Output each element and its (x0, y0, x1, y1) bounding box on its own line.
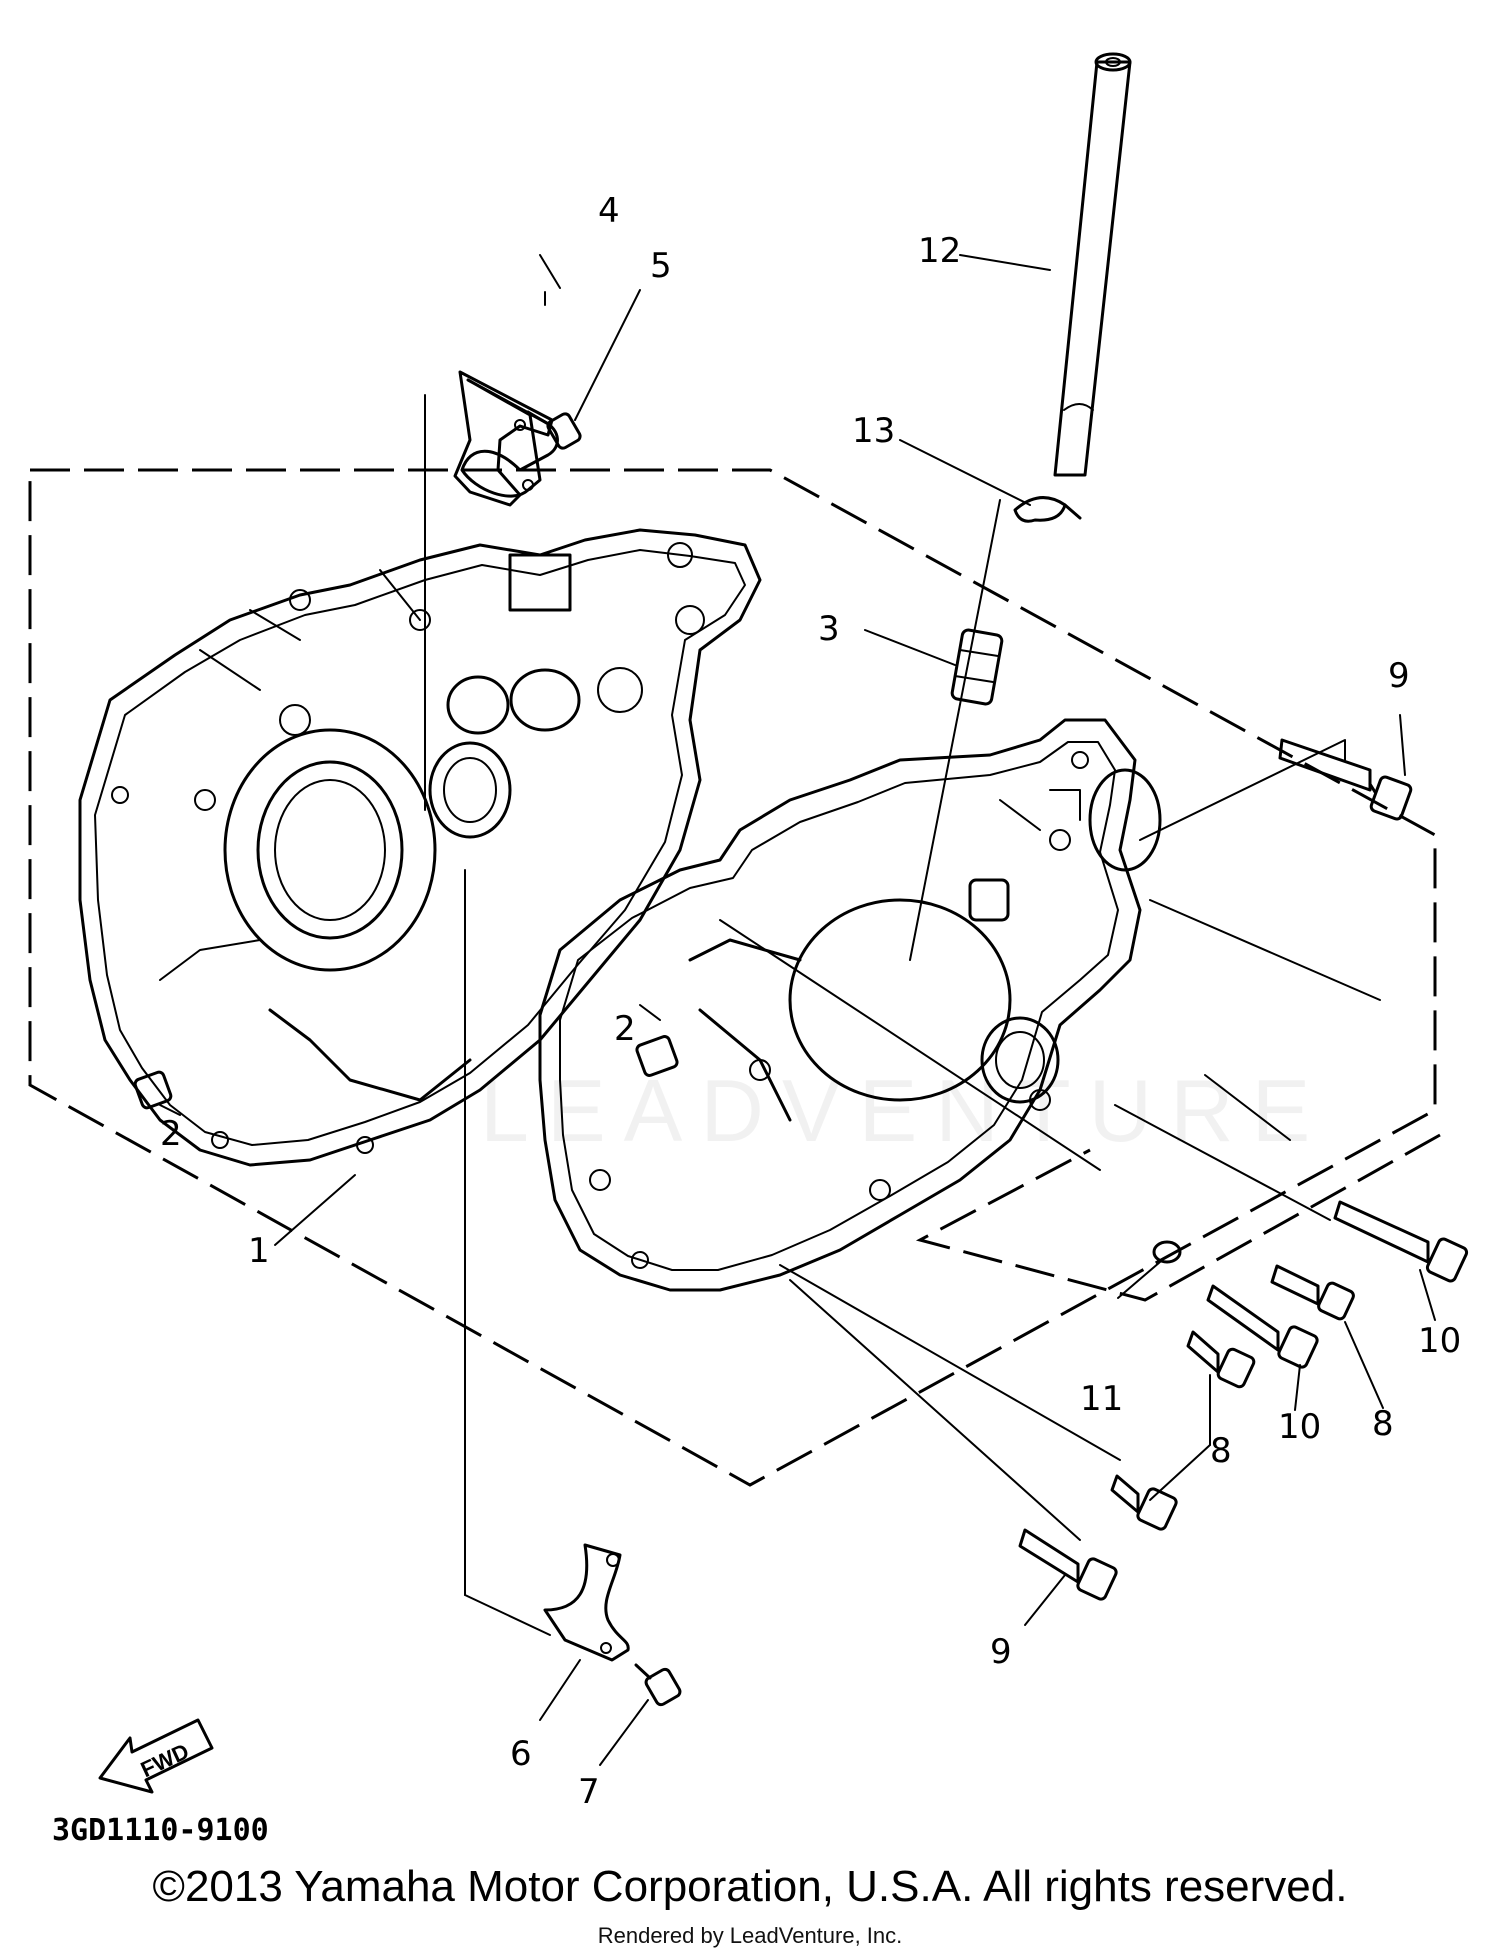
copyright-notice: ©2013 Yamaha Motor Corporation, U.S.A. A… (152, 1862, 1348, 1911)
bolt-part-10-right (1333, 1200, 1469, 1283)
screw-part-5 (526, 410, 582, 450)
watermark: LEADVENTURE (480, 1061, 1329, 1160)
callout-10-right: 10 (1418, 1321, 1461, 1361)
callout-9-top: 9 (1388, 656, 1410, 696)
alignment-lines (424, 394, 1381, 1636)
callout-12: 12 (918, 231, 961, 271)
dowel-pin-part-2-a (133, 1070, 173, 1110)
bolt-part-8-lower (1110, 1474, 1178, 1531)
callout-11: 11 (1080, 1379, 1123, 1419)
callout-1: 1 (248, 1231, 270, 1271)
part-code: 3GD1110-9100 (52, 1813, 269, 1848)
right-crankcase-half (538, 718, 1162, 1292)
callout-8-right: 8 (1372, 1404, 1394, 1444)
fitting-part-3 (950, 628, 1004, 706)
bracket-part-6 (543, 1543, 630, 1662)
leader-lines (159, 254, 1436, 1766)
screw-part-7 (634, 1663, 682, 1707)
callout-10-mid: 10 (1278, 1407, 1321, 1447)
callout-7: 7 (578, 1772, 600, 1812)
bolt-part-9-lower (1018, 1528, 1118, 1601)
callout-2-left: 2 (160, 1114, 182, 1154)
clip-part-13 (1013, 496, 1082, 523)
callout-4: 4 (598, 191, 620, 231)
bolt-grouping-boundary (915, 1133, 1441, 1302)
hose-part-12 (1053, 52, 1132, 477)
bolt-part-8-right (1270, 1264, 1355, 1321)
callout-9-lower: 9 (990, 1632, 1012, 1672)
bolt-part-9-top (1278, 738, 1413, 821)
bolt-part-8-mid (1186, 1330, 1256, 1389)
callout-13: 13 (852, 411, 895, 451)
bracket-part-4 (453, 370, 559, 507)
callout-2-right: 2 (614, 1009, 636, 1049)
callout-5: 5 (650, 246, 672, 286)
o-ring-part-11 (1152, 1240, 1182, 1264)
left-crankcase-half (78, 528, 762, 1167)
callout-6: 6 (510, 1734, 532, 1774)
callout-3: 3 (818, 609, 840, 649)
rendered-by-credit: Rendered by LeadVenture, Inc. (597, 1923, 903, 1948)
dowel-pin-part-2-b (635, 1035, 679, 1077)
bolt-part-10-mid (1206, 1284, 1319, 1369)
assembly-boundary-1 (28, 468, 1437, 1487)
callout-8-lower: 8 (1210, 1431, 1232, 1471)
fwd-arrow-icon: FWD (98, 1718, 214, 1794)
